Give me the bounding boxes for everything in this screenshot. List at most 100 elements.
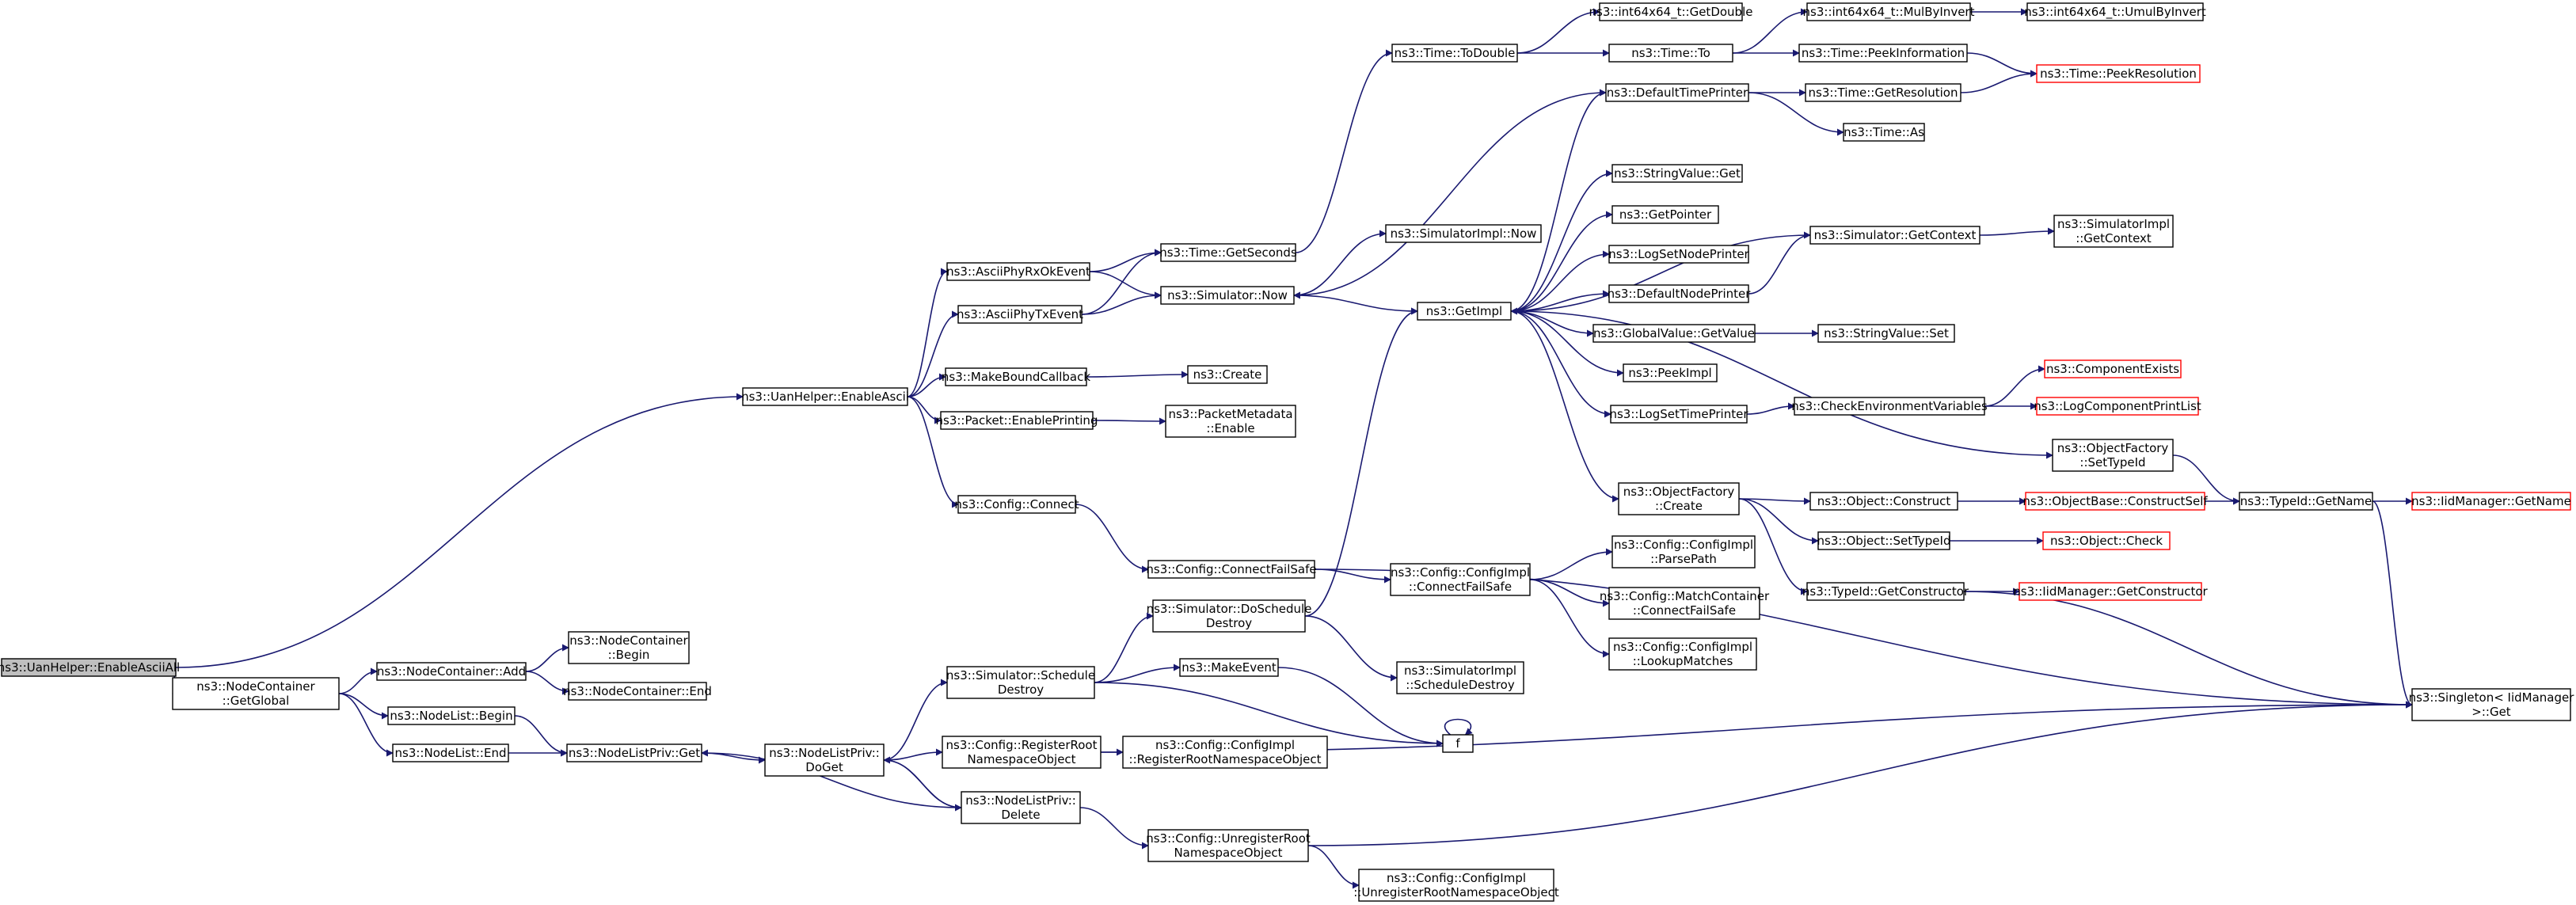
function-node-asciiTx[interactable]: ns3::AsciiPhyTxEvent — [957, 305, 1083, 324]
function-node-timeTo[interactable]: ns3::Time::To — [1608, 44, 1733, 63]
function-node-objCheck[interactable]: ns3::Object::Check — [2042, 531, 2171, 550]
call-edge-nlpDelete-to-cfgUnregisterRoot — [1079, 807, 1149, 850]
call-edge-nlBegin-to-nlpGet — [514, 715, 568, 757]
function-node-iidGetConstructor[interactable]: ns3::IidManager::GetConstructor — [2013, 582, 2209, 601]
function-node-getPointer[interactable]: ns3::GetPointer — [1611, 205, 1719, 224]
function-node-cfgRegisterRoot[interactable]: ns3::Config::RegisterRootNamespaceObject — [942, 736, 1102, 769]
function-node-box — [764, 743, 885, 777]
function-node-logSetTimePrinter[interactable]: ns3::LogSetTimePrinter — [1609, 405, 1748, 424]
function-node-cfgImplConnectFailSafe[interactable]: ns3::Config::ConfigImpl::ConnectFailSafe — [1390, 563, 1531, 596]
function-node-makeEvent[interactable]: ns3::MakeEvent — [1179, 658, 1279, 677]
function-node-cfgImplRegisterRoot[interactable]: ns3::Config::ConfigImpl::RegisterRootNam… — [1122, 736, 1328, 769]
function-node-label: ::UnregisterRootNamespaceObject — [1353, 885, 1559, 899]
function-node-logSetNodePrinter[interactable]: ns3::LogSetNodePrinter — [1608, 245, 1750, 264]
call-edge-checkEnvVars-to-componentExists — [1984, 365, 2045, 407]
function-node-int64MulByInvert[interactable]: ns3::int64x64_t::MulByInvert — [1803, 2, 1975, 21]
function-node-label: ::ScheduleDestroy — [1406, 678, 1515, 692]
function-node-box — [1385, 224, 1542, 243]
function-node-f[interactable]: f — [1442, 734, 1474, 753]
function-node-cfgMatchConnectFailSafe[interactable]: ns3::Config::MatchContainer::ConnectFail… — [1600, 587, 1770, 620]
function-node-nlBegin[interactable]: ns3::NodeList::Begin — [387, 706, 516, 725]
function-node-objFactoryCreate[interactable]: ns3::ObjectFactory::Create — [1618, 482, 1740, 515]
function-node-enableAscii[interactable]: ns3::UanHelper::EnableAscii — [741, 387, 909, 406]
function-node-timeAs[interactable]: ns3::Time::As — [1843, 123, 1925, 142]
function-node-simGetContext[interactable]: ns3::Simulator::GetContext — [1809, 226, 1981, 245]
function-node-cfgImplParsePath[interactable]: ns3::Config::ConfigImpl::ParsePath — [1611, 535, 1756, 568]
function-node-asciiRxOk[interactable]: ns3::AsciiPhyRxOkEvent — [946, 262, 1090, 281]
function-node-label: ns3::StringValue::Get — [1614, 166, 1741, 181]
function-node-box — [2036, 64, 2201, 83]
function-node-create[interactable]: ns3::Create — [1187, 365, 1268, 384]
call-edge-enableAscii-to-asciiTx — [907, 310, 959, 397]
function-node-logComponentPrintList[interactable]: ns3::LogComponentPrintList — [2034, 397, 2201, 416]
function-node-cfgImplUnregisterRoot[interactable]: ns3::Config::ConfigImpl::UnregisterRootN… — [1353, 869, 1559, 902]
function-node-ncGetGlobal[interactable]: ns3::NodeContainer::GetGlobal — [172, 677, 340, 710]
function-node-timeToDouble[interactable]: ns3::Time::ToDouble — [1391, 44, 1518, 63]
function-node-nlpDelete[interactable]: ns3::NodeListPriv::Delete — [961, 791, 1081, 824]
function-node-int64GetDouble[interactable]: ns3::int64x64_t::GetDouble — [1589, 2, 1753, 21]
function-node-pktMetaEnable[interactable]: ns3::PacketMetadata::Enable — [1165, 405, 1296, 438]
function-node-objBaseConstructSelf[interactable]: ns3::ObjectBase::ConstructSelf — [2022, 492, 2208, 511]
call-edge-simDoScheduleDestroy-to-getImpl — [1304, 307, 1418, 617]
function-node-root[interactable]: ns3::UanHelper::EnableAsciiAll — [0, 658, 180, 677]
function-node-timePeekInformation[interactable]: ns3::Time::PeekInformation — [1798, 44, 1968, 63]
call-edge-simNow-to-simImplNow — [1293, 230, 1387, 296]
function-node-box — [1794, 397, 1985, 416]
function-node-ncAdd[interactable]: ns3::NodeContainer::Add — [376, 662, 527, 681]
function-node-ncBegin[interactable]: ns3::NodeContainer::Begin — [568, 631, 690, 664]
function-node-timeGetResolution[interactable]: ns3::Time::GetResolution — [1805, 83, 1961, 102]
function-node-box — [1599, 2, 1743, 21]
function-node-cfgConnectFailSafe[interactable]: ns3::Config::ConnectFailSafe — [1146, 560, 1317, 579]
function-node-defaultNodePrinter[interactable]: ns3::DefaultNodePrinter — [1608, 284, 1752, 303]
function-node-box — [1817, 531, 1950, 550]
function-node-objConstruct[interactable]: ns3::Object::Construct — [1809, 492, 1958, 511]
function-node-box — [1147, 829, 1309, 862]
function-node-label: ns3::CheckEnvironmentVariables — [1791, 399, 1988, 413]
function-node-defaultTimePrinter[interactable]: ns3::DefaultTimePrinter — [1605, 83, 1749, 102]
function-node-checkEnvVars[interactable]: ns3::CheckEnvironmentVariables — [1791, 397, 1988, 416]
function-node-label: ns3::Time::To — [1631, 46, 1710, 60]
function-node-cfgUnregisterRoot[interactable]: ns3::Config::UnregisterRootNamespaceObje… — [1146, 829, 1311, 862]
function-node-int64UmulByInvert[interactable]: ns3::int64x64_t::UmulByInvert — [2024, 2, 2206, 21]
function-node-cfgConnect[interactable]: ns3::Config::Connect — [954, 495, 1079, 514]
function-node-nlEnd[interactable]: ns3::NodeList::End — [392, 743, 509, 762]
function-node-box — [1592, 324, 1756, 343]
function-node-simScheduleDestroy[interactable]: ns3::Simulator::ScheduleDestroy — [946, 666, 1095, 699]
function-node-makeBoundCallback[interactable]: ns3::MakeBoundCallback — [942, 367, 1090, 386]
function-node-globalValueGetValue[interactable]: ns3::GlobalValue::GetValue — [1592, 324, 1756, 343]
function-node-label: ns3::Config::ConfigImpl — [1391, 565, 1530, 580]
function-node-simNow[interactable]: ns3::Simulator::Now — [1160, 286, 1295, 305]
function-node-singletonGet[interactable]: ns3::Singleton< IidManager >::Get — [2409, 688, 2575, 721]
function-node-pktEnablePrinting[interactable]: ns3::Packet::EnablePrinting — [936, 411, 1098, 430]
call-edge-getImpl-to-getPointer — [1510, 211, 1613, 312]
function-node-iidGetName[interactable]: ns3::IidManager::GetName — [2411, 492, 2571, 511]
function-node-box — [742, 387, 908, 406]
function-node-nlpDoGet[interactable]: ns3::NodeListPriv::DoGet — [764, 743, 885, 777]
function-node-timeGetSeconds[interactable]: ns3::Time::GetSeconds — [1159, 243, 1297, 262]
function-node-label: ns3::Simulator::Schedule — [946, 668, 1095, 683]
function-node-ncEnd[interactable]: ns3::NodeContainer::End — [563, 682, 712, 701]
function-node-typeIdGetConstructor[interactable]: ns3::TypeId::GetConstructor — [1802, 582, 1969, 601]
function-node-label: ns3::NodeList::End — [395, 746, 507, 760]
function-node-typeIdGetName[interactable]: ns3::TypeId::GetName — [2239, 492, 2373, 511]
function-node-nlpGet[interactable]: ns3::NodeListPriv::Get — [566, 743, 702, 762]
function-node-componentExists[interactable]: ns3::ComponentExists — [2044, 359, 2182, 378]
call-edge-logSetTimePrinter-to-checkEnvVars — [1746, 402, 1795, 415]
call-edge-cfgUnregisterRoot-to-singletonGet — [1307, 701, 2413, 846]
function-node-objSetTypeId[interactable]: ns3::Object::SetTypeId — [1817, 531, 1951, 550]
function-node-simImplScheduleDestroy[interactable]: ns3::SimulatorImpl::ScheduleDestroy — [1396, 661, 1524, 694]
function-node-label: ns3::Time::ToDouble — [1395, 46, 1516, 60]
function-node-label: ns3::Create — [1193, 367, 1262, 382]
function-node-peekImpl[interactable]: ns3::PeekImpl — [1623, 363, 1718, 382]
function-node-objFactorySetTypeId[interactable]: ns3::ObjectFactory::SetTypeId — [2052, 439, 2174, 472]
function-node-stringValueGet[interactable]: ns3::StringValue::Get — [1611, 164, 1743, 183]
function-node-simImplGetContext[interactable]: ns3::SimulatorImpl::GetContext — [2053, 215, 2174, 248]
function-node-simImplNow[interactable]: ns3::SimulatorImpl::Now — [1385, 224, 1542, 243]
function-node-stringValueSet[interactable]: ns3::StringValue::Set — [1817, 324, 1955, 343]
function-node-timePeekResolution[interactable]: ns3::Time::PeekResolution — [2036, 64, 2201, 83]
function-node-cfgImplLookupMatches[interactable]: ns3::Config::ConfigImpl::LookupMatches — [1608, 637, 1757, 671]
function-node-getImpl[interactable]: ns3::GetImpl — [1417, 302, 1512, 321]
function-node-box — [1806, 2, 1971, 21]
